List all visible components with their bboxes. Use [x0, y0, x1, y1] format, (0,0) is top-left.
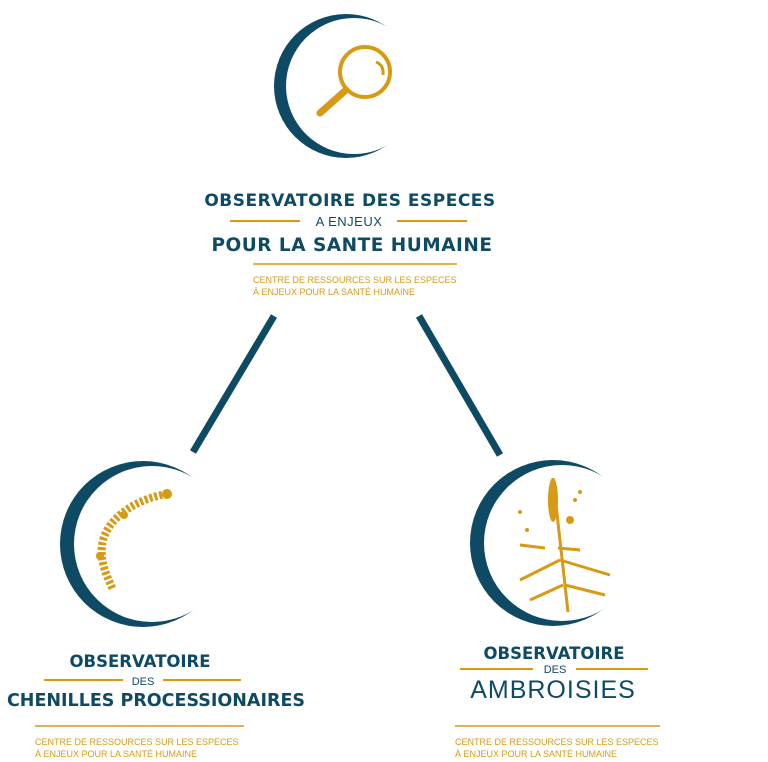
crescent-icon — [274, 14, 422, 158]
top-subtitle-line1: CENTRE DE RESSOURCES SUR LES ESPECES — [253, 275, 457, 285]
right-logo: OBSERVATOIRE DES AMBROISIES CENTRE DE RE… — [455, 460, 660, 759]
right-title-line3: AMBROISIES — [470, 676, 636, 704]
caterpillar-icon — [96, 489, 172, 592]
top-title-line3: POUR LA SANTE HUMAINE — [211, 235, 492, 256]
crescent-icon — [470, 460, 640, 626]
left-title-line2: DES — [132, 676, 155, 688]
left-title-line1: OBSERVATOIRE — [70, 652, 211, 671]
right-subtitle-line2: À ENJEUX POUR LA SANTÉ HUMAINE — [455, 749, 617, 759]
connector-left — [189, 314, 278, 454]
left-title-line3: CHENILLES PROCESSIONAIRES — [7, 691, 305, 711]
connector-right — [415, 314, 504, 457]
magnifier-icon — [316, 45, 392, 117]
left-logo: OBSERVATOIRE DES CHENILLES PROCESSIONAIR… — [7, 461, 305, 759]
top-title-line1: OBSERVATOIRE DES ESPECES — [204, 191, 495, 211]
right-title-line1: OBSERVATOIRE — [484, 644, 625, 663]
crescent-icon — [60, 461, 230, 627]
left-subtitle-line2: À ENJEUX POUR LA SANTÉ HUMAINE — [35, 749, 197, 759]
ragweed-plant-icon — [518, 477, 611, 613]
right-subtitle-line1: CENTRE DE RESSOURCES SUR LES ESPECES — [455, 737, 659, 747]
right-title-line2: DES — [544, 664, 567, 676]
top-subtitle-line2: À ENJEUX POUR LA SANTÉ HUMAINE — [253, 287, 415, 297]
top-logo: OBSERVATOIRE DES ESPECES A ENJEUX POUR L… — [204, 14, 495, 297]
top-title-line2: A ENJEUX — [316, 214, 383, 229]
left-subtitle-line1: CENTRE DE RESSOURCES SUR LES ESPECES — [35, 737, 239, 747]
